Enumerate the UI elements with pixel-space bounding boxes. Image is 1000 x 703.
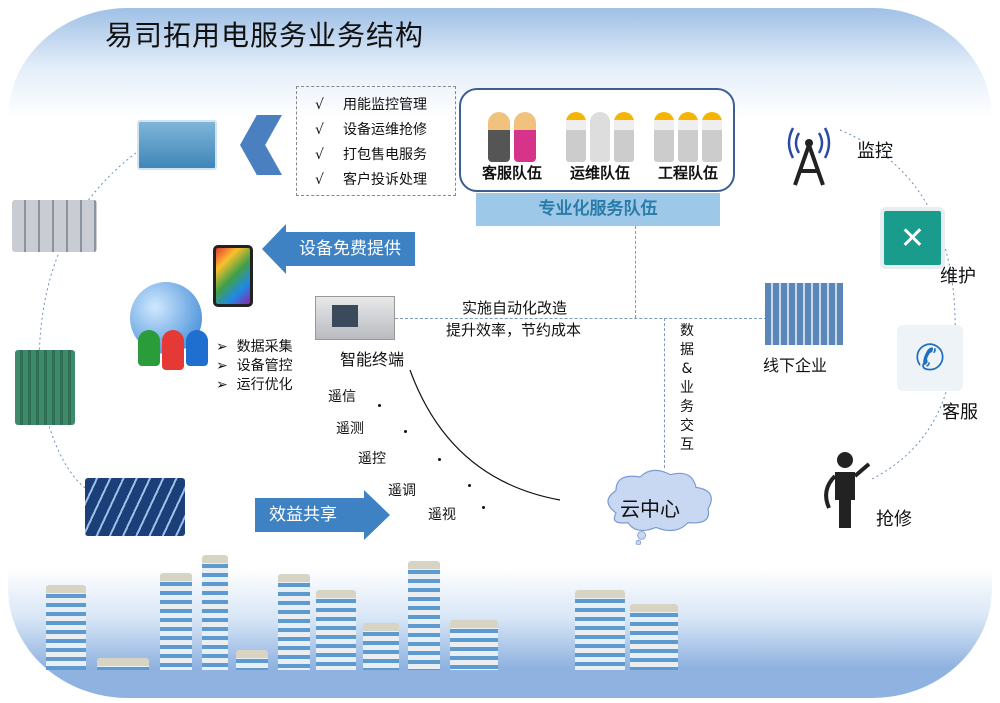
- automation-line: [395, 318, 767, 319]
- remote-curve: [409, 369, 561, 501]
- phone-24h-icon: ✆: [897, 325, 963, 391]
- service-item: √设备运维抢修: [315, 122, 427, 138]
- transformer-image: [15, 350, 75, 425]
- right-service-label: 客服: [942, 402, 978, 423]
- right-service-label: 监控: [857, 141, 893, 162]
- building: [575, 590, 625, 670]
- remote-dot: [482, 506, 485, 509]
- remote-item: 遥视: [428, 507, 456, 523]
- maintenance-workers-icon: [555, 94, 645, 162]
- city-skyline: [0, 540, 1000, 670]
- switchgear-image: [12, 200, 97, 252]
- automation-line-2: 提升效率，节约成本: [446, 321, 582, 339]
- offline-enterprise-label: 线下企业: [763, 356, 828, 375]
- building: [278, 574, 310, 670]
- building: [363, 623, 399, 670]
- feature-item: ➢ 设备管控: [216, 358, 293, 374]
- feature-item: ➢ 运行优化: [216, 377, 293, 393]
- building: [316, 590, 356, 670]
- cloud-label: 云中心: [620, 497, 680, 521]
- remote-dot: [438, 458, 441, 461]
- remote-item: 遥信: [328, 389, 356, 405]
- building: [236, 650, 268, 670]
- building: [160, 573, 192, 670]
- building: [408, 561, 440, 670]
- building: [202, 555, 228, 670]
- exchange-label: 数据&业务交互: [680, 323, 694, 453]
- cloud-icon: [607, 469, 712, 545]
- smartphone-apps-icon: [213, 245, 253, 307]
- services-list: √用能监控管理 √设备运维抢修 √打包售电服务 √客户投诉处理: [296, 86, 456, 196]
- right-service-label: 抢修: [876, 509, 912, 530]
- building: [450, 620, 498, 670]
- team-link-line: [635, 226, 636, 318]
- terminal-label: 智能终端: [340, 350, 405, 369]
- substation-box-image: [137, 120, 217, 170]
- features-list: ➢ 数据采集 ➢ 设备管控 ➢ 运行优化: [216, 338, 293, 395]
- repairman-icon: [824, 452, 871, 528]
- right-service-label: 维护: [940, 266, 976, 287]
- smart-terminal-image: [315, 296, 395, 340]
- teams-panel: 客服队伍 运维队伍 工程队伍: [459, 88, 735, 192]
- remote-dot: [404, 430, 407, 433]
- equipment-banner: 设备免费提供: [285, 232, 415, 266]
- team-caption: 专业化服务队伍: [476, 193, 720, 226]
- engineering-workers-icon: [643, 94, 733, 162]
- remote-dot: [468, 484, 471, 487]
- building: [630, 604, 678, 670]
- remote-item: 遥调: [388, 483, 416, 499]
- team-maintenance: 运维队伍: [555, 94, 645, 183]
- automation-line-1: 实施自动化改造: [462, 299, 568, 317]
- right-arc: [839, 129, 956, 481]
- antenna-icon: [787, 127, 831, 186]
- feature-item: ➢ 数据采集: [216, 339, 293, 355]
- customer-service-icon: [467, 94, 557, 162]
- exchange-line: [664, 318, 665, 468]
- team-customer-service: 客服队伍: [467, 94, 557, 183]
- building: [46, 585, 86, 670]
- service-item: √用能监控管理: [315, 97, 427, 113]
- office-building-image: [765, 283, 843, 345]
- remote-item: 遥控: [358, 451, 386, 467]
- remote-item: 遥测: [336, 421, 364, 437]
- service-item: √打包售电服务: [315, 147, 427, 163]
- team-engineering: 工程队伍: [643, 94, 733, 183]
- users-group-icon: [138, 330, 208, 370]
- solar-panel-image: [85, 478, 185, 536]
- benefit-banner: 效益共享: [255, 498, 365, 532]
- building: [97, 658, 149, 670]
- tools-icon: ✕: [880, 207, 945, 269]
- service-item: √客户投诉处理: [315, 172, 427, 188]
- remote-dot: [378, 404, 381, 407]
- page-title: 易司拓用电服务业务结构: [105, 19, 425, 52]
